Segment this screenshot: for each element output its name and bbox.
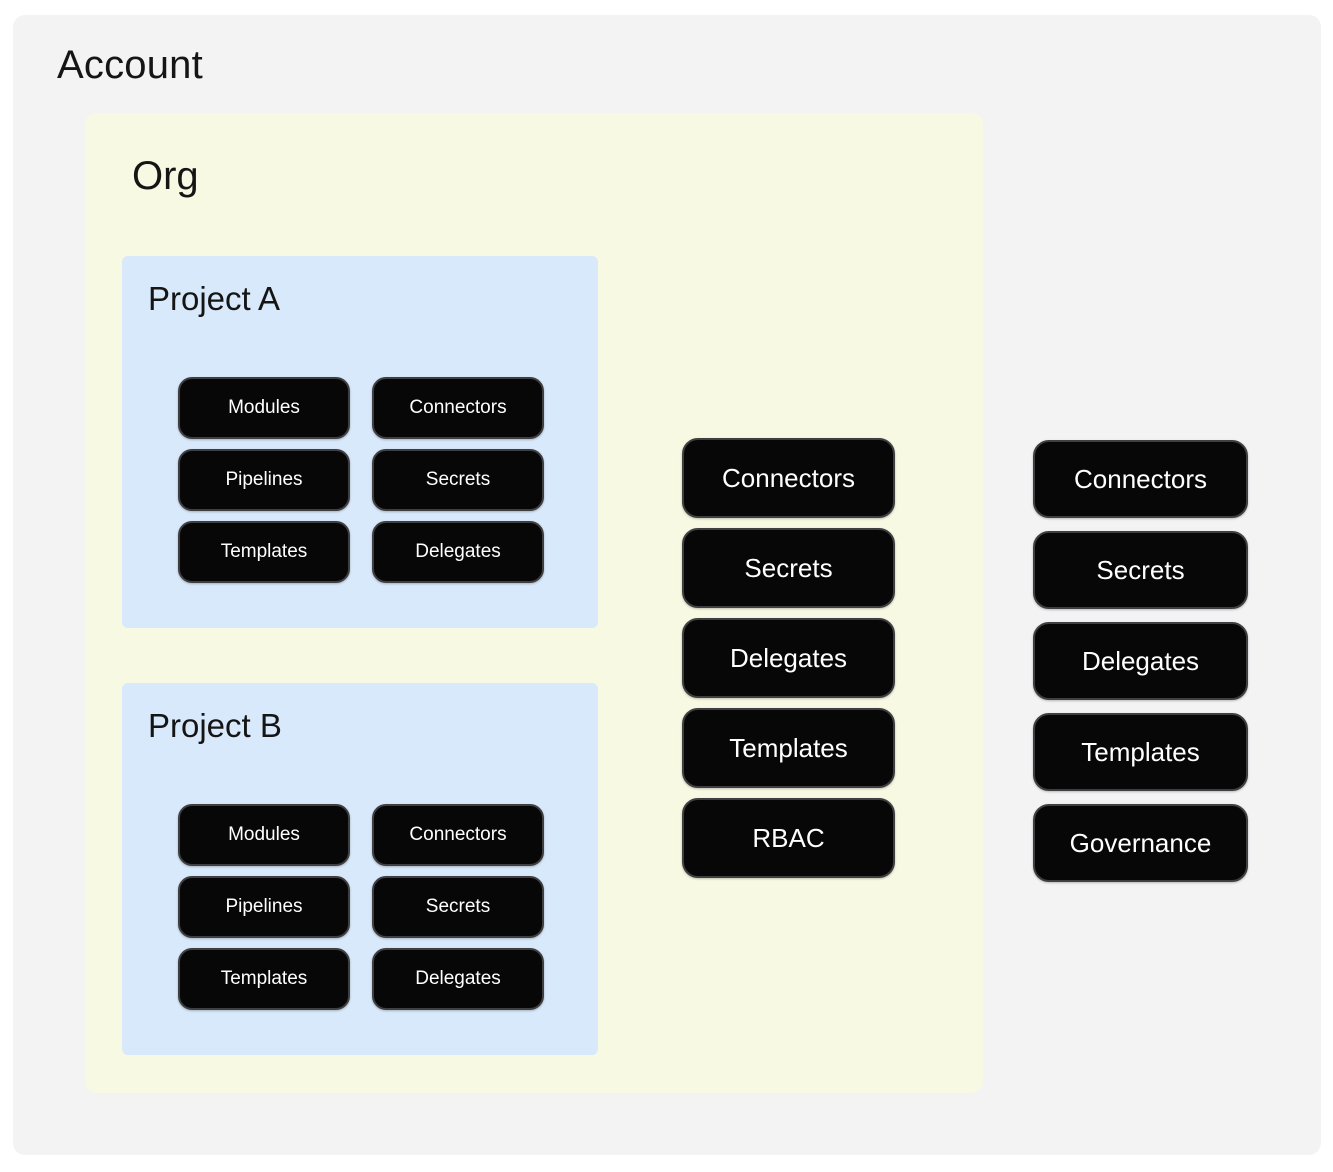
project-b-pill-templates: Templates xyxy=(178,948,350,1010)
project-b-pill-secrets: Secrets xyxy=(372,876,544,938)
org-pill-rbac: RBAC xyxy=(682,798,895,878)
account-box: Account Org Project A Modules Connectors… xyxy=(13,15,1321,1155)
project-a-pill-templates: Templates xyxy=(178,521,350,583)
account-pill-secrets: Secrets xyxy=(1033,531,1248,609)
project-b-box: Project B Modules Connectors Pipelines S… xyxy=(122,683,598,1055)
project-a-pill-delegates: Delegates xyxy=(372,521,544,583)
project-b-pill-delegates: Delegates xyxy=(372,948,544,1010)
org-pill-templates: Templates xyxy=(682,708,895,788)
project-a-title: Project A xyxy=(148,280,281,317)
project-a-pill-secrets: Secrets xyxy=(372,449,544,511)
account-pill-column: Connectors Secrets Delegates Templates G… xyxy=(1033,440,1248,882)
account-pill-templates: Templates xyxy=(1033,713,1248,791)
org-pill-connectors: Connectors xyxy=(682,438,895,518)
account-pill-governance: Governance xyxy=(1033,804,1248,882)
org-pill-delegates: Delegates xyxy=(682,618,895,698)
account-pill-connectors: Connectors xyxy=(1033,440,1248,518)
org-title: Org xyxy=(132,154,199,198)
project-a-pill-grid: Modules Connectors Pipelines Secrets Tem… xyxy=(178,377,544,583)
account-title: Account xyxy=(57,43,203,87)
org-box: Org Project A Modules Connectors Pipelin… xyxy=(85,113,983,1093)
project-b-pill-pipelines: Pipelines xyxy=(178,876,350,938)
project-a-pill-pipelines: Pipelines xyxy=(178,449,350,511)
account-pill-delegates: Delegates xyxy=(1033,622,1248,700)
project-b-title: Project B xyxy=(148,707,282,744)
project-a-pill-modules: Modules xyxy=(178,377,350,439)
project-a-box: Project A Modules Connectors Pipelines S… xyxy=(122,256,598,628)
project-b-pill-modules: Modules xyxy=(178,804,350,866)
org-pill-secrets: Secrets xyxy=(682,528,895,608)
project-b-pill-grid: Modules Connectors Pipelines Secrets Tem… xyxy=(178,804,544,1010)
project-a-pill-connectors: Connectors xyxy=(372,377,544,439)
org-pill-column: Connectors Secrets Delegates Templates R… xyxy=(682,438,895,878)
project-b-pill-connectors: Connectors xyxy=(372,804,544,866)
